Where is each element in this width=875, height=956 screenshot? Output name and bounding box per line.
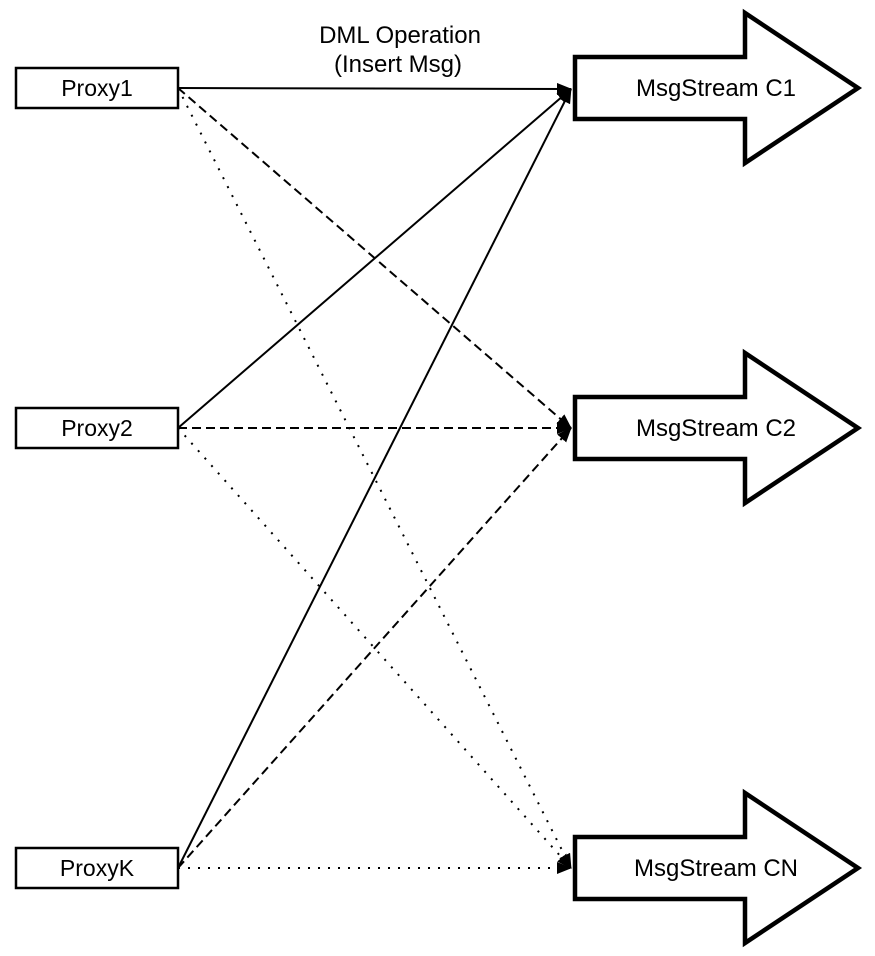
edges-layer [177,82,572,874]
edge-proxy2-to-c1 [177,88,572,429]
node-msgstream-c2: MsgStream C2 [572,348,863,508]
node-proxyk: ProxyK [14,846,180,890]
msgstream-cn-label: MsgStream CN [634,855,798,882]
annotation-dml-operation-line2: (Insert Msg) [334,51,462,78]
proxyk-label: ProxyK [60,855,135,881]
edge-proxy1-to-c1 [177,82,572,95]
proxy1-label: Proxy1 [61,75,133,101]
proxyk-box [14,846,180,890]
node-msgstream-c1: MsgStream C1 [572,8,863,168]
proxy1-box [14,66,180,110]
annotation-dml-operation-line1: DML Operation [319,22,481,49]
edge-proxy2-to-cn [177,427,572,869]
proxy2-box [14,406,180,450]
msgstream-cn-block-arrow-icon [572,788,863,948]
proxy2-label: Proxy2 [61,415,133,441]
node-proxy2: Proxy2 [14,406,180,450]
node-proxy1: Proxy1 [14,66,180,110]
edge-proxyk-to-c2 [177,427,572,869]
msgstream-c1-block-arrow-icon [572,8,863,168]
msgstream-c2-block-arrow-icon [572,348,863,508]
edge-proxyk-to-c1 [177,88,572,869]
msgstream-c1-label: MsgStream C1 [636,75,796,102]
msgstream-c2-label: MsgStream C2 [636,415,796,442]
node-msgstream-cn: MsgStream CN [572,788,863,948]
